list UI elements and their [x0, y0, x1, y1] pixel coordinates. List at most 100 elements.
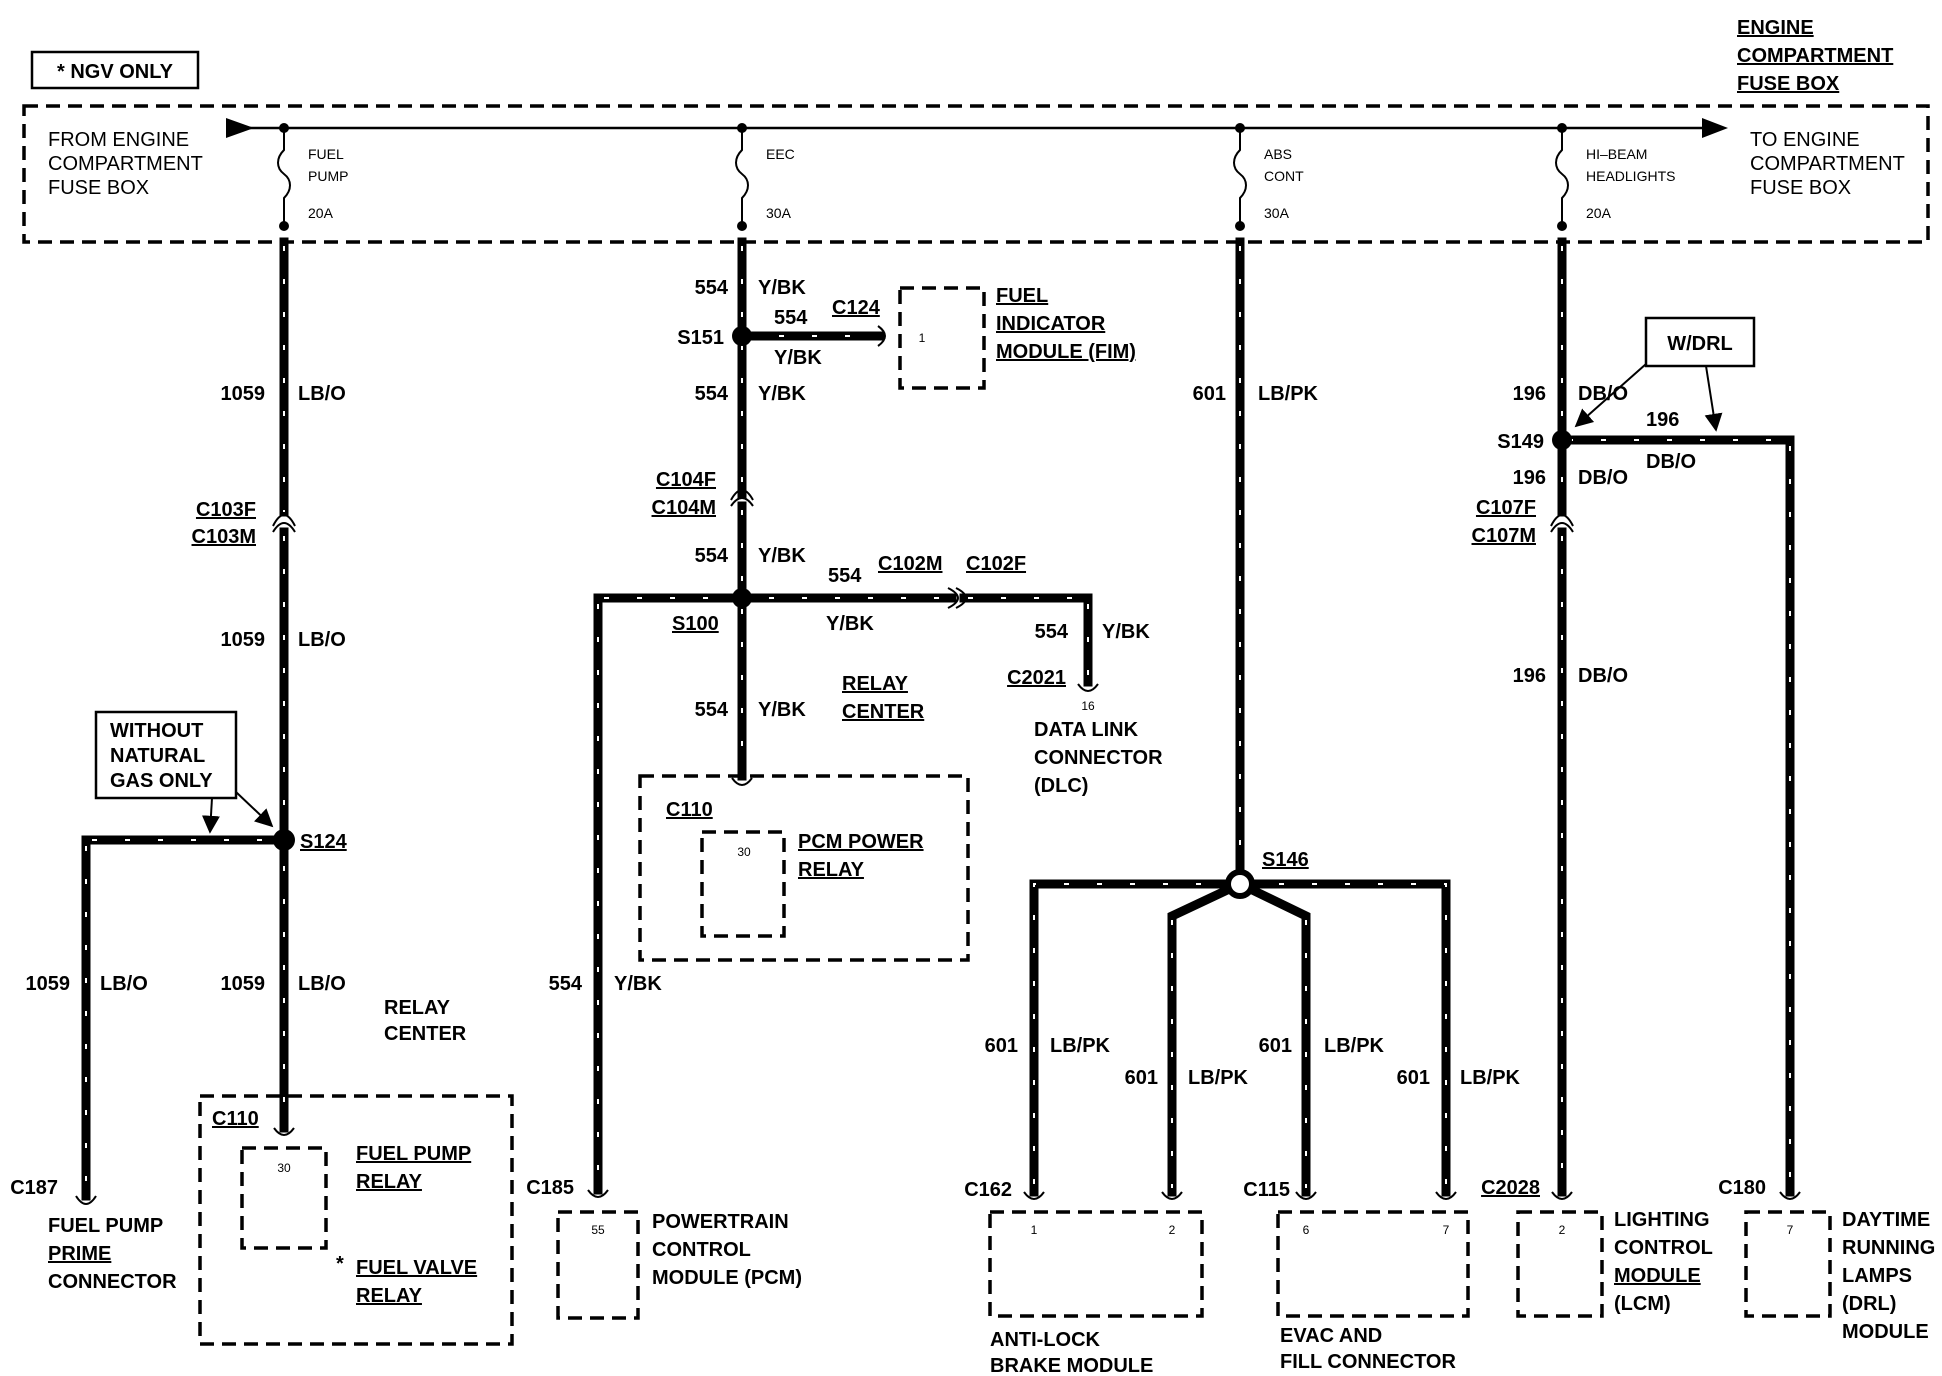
diagram-label: C124	[832, 297, 881, 319]
diagram-label: C115	[1243, 1179, 1290, 1201]
diagram-label: 601	[1259, 1035, 1292, 1057]
diagram-label: 1	[1031, 1223, 1038, 1237]
powertrain-control-module: C185 55 POWERTRAIN CONTROL MODULE (PCM)	[526, 1177, 802, 1320]
diagram-label: C162	[964, 1179, 1012, 1201]
diagram-label: ANTI-LOCK	[990, 1329, 1101, 1351]
fuel-pump-circuit: 1059 LB/O C103F C103M 1059 LB/O S124 WIT…	[10, 237, 514, 1346]
diagram-label: MODULE	[1614, 1265, 1701, 1287]
diagram-label: CONT	[1264, 168, 1304, 184]
diagram-label: FUEL VALVE	[356, 1257, 477, 1279]
diagram-label: S100	[672, 613, 719, 635]
diagram-label: POWERTRAIN	[652, 1211, 789, 1233]
lighting-control-module: C2028 2 LIGHTING CONTROL MODULE (LCM)	[1481, 1177, 1713, 1318]
diagram-label: 20A	[1586, 205, 1612, 221]
diagram-label: 1059	[221, 973, 266, 995]
diagram-label: ABS	[1264, 146, 1292, 162]
diagram-label: 55	[591, 1223, 605, 1237]
diagram-label: RUNNING	[1842, 1237, 1935, 1259]
diagram-label: C180	[1718, 1177, 1766, 1199]
diagram-label: EVAC AND	[1280, 1325, 1382, 1347]
diagram-label: 554	[695, 277, 729, 299]
diagram-label: COMPARTMENT	[1750, 153, 1905, 175]
fuse-eec: EEC 30A	[735, 123, 795, 231]
diagram-label: 1059	[221, 629, 266, 651]
diagram-label: 554	[1035, 621, 1069, 643]
diagram-label: CONTROL	[1614, 1237, 1713, 1259]
diagram-label: 601	[1397, 1067, 1430, 1089]
diagram-label: LB/PK	[1460, 1067, 1521, 1089]
diagram-label: EEC	[766, 146, 795, 162]
diagram-label: 2	[1559, 1223, 1566, 1237]
fuel-pump-prime-connector: C187 FUEL PUMP PRIME CONNECTOR	[10, 1177, 177, 1293]
diagram-label: RELAY	[842, 673, 909, 695]
fuse-fuel-pump: FUEL PUMP 20A	[277, 123, 348, 231]
diagram-label: (DLC)	[1034, 775, 1088, 797]
diagram-label: FUEL PUMP	[48, 1215, 163, 1237]
diagram-label: LB/PK	[1050, 1035, 1111, 1057]
fuel-indicator-module: 1 FUEL INDICATOR MODULE (FIM)	[898, 285, 1136, 390]
abs-circuit: 601 LB/PK S146 601 LB/PK 601 LB/PK 601 L…	[964, 237, 1521, 1376]
diagram-label: (DRL)	[1842, 1293, 1896, 1315]
diagram-label: LB/O	[298, 383, 346, 405]
diagram-label: 601	[985, 1035, 1018, 1057]
fuse-hi-beam-headlights: HI–BEAM HEADLIGHTS 20A	[1555, 123, 1675, 231]
diagram-label: MODULE (PCM)	[652, 1267, 802, 1289]
diagram-label: C110	[212, 1108, 259, 1130]
diagram-label: 1059	[26, 973, 71, 995]
diagram-label: S149	[1497, 431, 1544, 453]
diagram-label: C2021	[1007, 667, 1066, 689]
diagram-label: PCM POWER	[798, 831, 924, 853]
diagram-label: DB/O	[1578, 467, 1628, 489]
diagram-label: CONTROL	[652, 1239, 751, 1261]
diagram-label: 30	[737, 845, 751, 859]
diagram-label: LAMPS	[1842, 1265, 1912, 1287]
diagram-label: ENGINE	[1737, 17, 1814, 39]
diagram-label: C104M	[652, 497, 716, 519]
anti-lock-brake-module: C162 1 2 ANTI-LOCK BRAKE MODULE	[964, 1179, 1204, 1376]
diagram-label: LB/PK	[1188, 1067, 1249, 1089]
diagram-label: C185	[526, 1177, 574, 1199]
diagram-label: 16	[1081, 699, 1095, 713]
diagram-label: Y/BK	[614, 973, 662, 995]
diagram-label: (LCM)	[1614, 1293, 1671, 1315]
diagram-label: LB/O	[100, 973, 148, 995]
diagram-label: S124	[300, 831, 348, 853]
diagram-label: BRAKE MODULE	[990, 1355, 1153, 1376]
diagram-label: FUEL	[308, 146, 344, 162]
diagram-label: RELAY	[384, 997, 451, 1019]
diagram-label: 554	[549, 973, 583, 995]
diagram-label: FUEL PUMP	[356, 1143, 471, 1165]
splice-dot	[273, 829, 295, 851]
diagram-label: 7	[1787, 1223, 1794, 1237]
diagram-label: 30	[277, 1161, 291, 1175]
diagram-label: S146	[1262, 849, 1309, 871]
diagram-label: RELAY	[798, 859, 865, 881]
diagram-label: CONNECTOR	[48, 1271, 177, 1293]
diagram-label: DAYTIME	[1842, 1209, 1930, 1231]
diagram-label: 196	[1646, 409, 1679, 431]
diagram-label: CENTER	[842, 701, 925, 723]
diagram-label: CONNECTOR	[1034, 747, 1163, 769]
fuse-abs-cont: ABS CONT 30A	[1233, 123, 1304, 231]
diagram-label: C103F	[196, 499, 256, 521]
diagram-label: C2028	[1481, 1177, 1540, 1199]
diagram-label: FILL CONNECTOR	[1280, 1351, 1456, 1373]
diagram-label: LIGHTING	[1614, 1209, 1710, 1231]
diagram-label: 30A	[1264, 205, 1290, 221]
diagram-label: FROM ENGINE	[48, 129, 189, 151]
eec-circuit: 554 Y/BK S151 554 C124 Y/BK 554 Y/BK C10…	[526, 237, 1163, 1320]
diagram-label: W/DRL	[1667, 333, 1733, 355]
diagram-label: DB/O	[1578, 383, 1628, 405]
diagram-label: LB/PK	[1324, 1035, 1385, 1057]
diagram-label: 2	[1169, 1223, 1176, 1237]
diagram-label: INDICATOR	[996, 313, 1106, 335]
hibeam-circuit: W/DRL 196 DB/O S149 196 DB/O 196 DB/O C1…	[1472, 237, 1935, 1343]
diagram-label: C110	[666, 799, 713, 821]
fuel-pump-relay-center: C110 30 FUEL PUMP RELAY * FUEL VALVE REL…	[198, 1094, 514, 1346]
diagram-label: FUSE BOX	[48, 177, 149, 199]
diagram-label: Y/BK	[826, 613, 874, 635]
diagram-label: Y/BK	[758, 545, 806, 567]
diagram-label: 20A	[308, 205, 334, 221]
diagram-label: LB/O	[298, 973, 346, 995]
